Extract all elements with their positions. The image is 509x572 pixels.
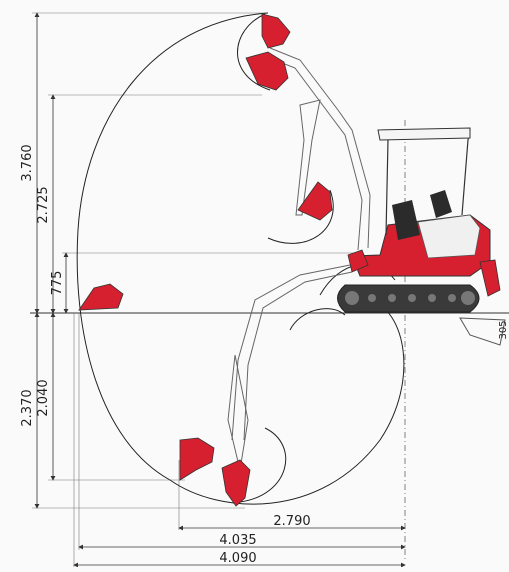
label-blade-lift-height: 775	[50, 271, 65, 296]
seat	[430, 190, 452, 218]
bucket-deep-2	[221, 459, 251, 507]
working-envelope-curve	[76, 12, 405, 505]
blade	[479, 259, 501, 297]
engine-cover	[417, 214, 481, 259]
boom-position-top	[261, 47, 371, 251]
label-max-dump-height: 2.725	[36, 186, 51, 223]
track-rollers	[345, 291, 475, 305]
bucket-deep-1	[179, 437, 215, 481]
label-blade-depth: 305	[498, 320, 509, 339]
inner-arc-low	[239, 427, 287, 503]
inner-arc-top	[237, 13, 271, 91]
blade-lowered	[459, 317, 506, 346]
label-max-reach: 4.090	[219, 551, 256, 566]
label-max-wall-depth: 2.040	[36, 379, 51, 416]
label-reach-at-depth: 2.790	[273, 514, 310, 529]
bucket-ground	[78, 283, 124, 311]
inner-arc-right-low	[289, 308, 346, 331]
label-max-dig-height: 3.760	[20, 144, 35, 181]
bucket-top-1	[261, 13, 291, 49]
bucket-mid	[297, 181, 333, 221]
bucket-top-2	[245, 51, 289, 91]
label-reach-at-ground: 4.035	[219, 533, 256, 548]
cab-roof	[377, 127, 471, 141]
label-max-dig-depth: 2.370	[20, 389, 35, 426]
excavator-machine	[337, 127, 506, 346]
boom-base	[347, 249, 369, 273]
inner-arc-mid	[267, 189, 334, 244]
control-console	[392, 200, 420, 240]
boom-position-low	[227, 264, 353, 471]
